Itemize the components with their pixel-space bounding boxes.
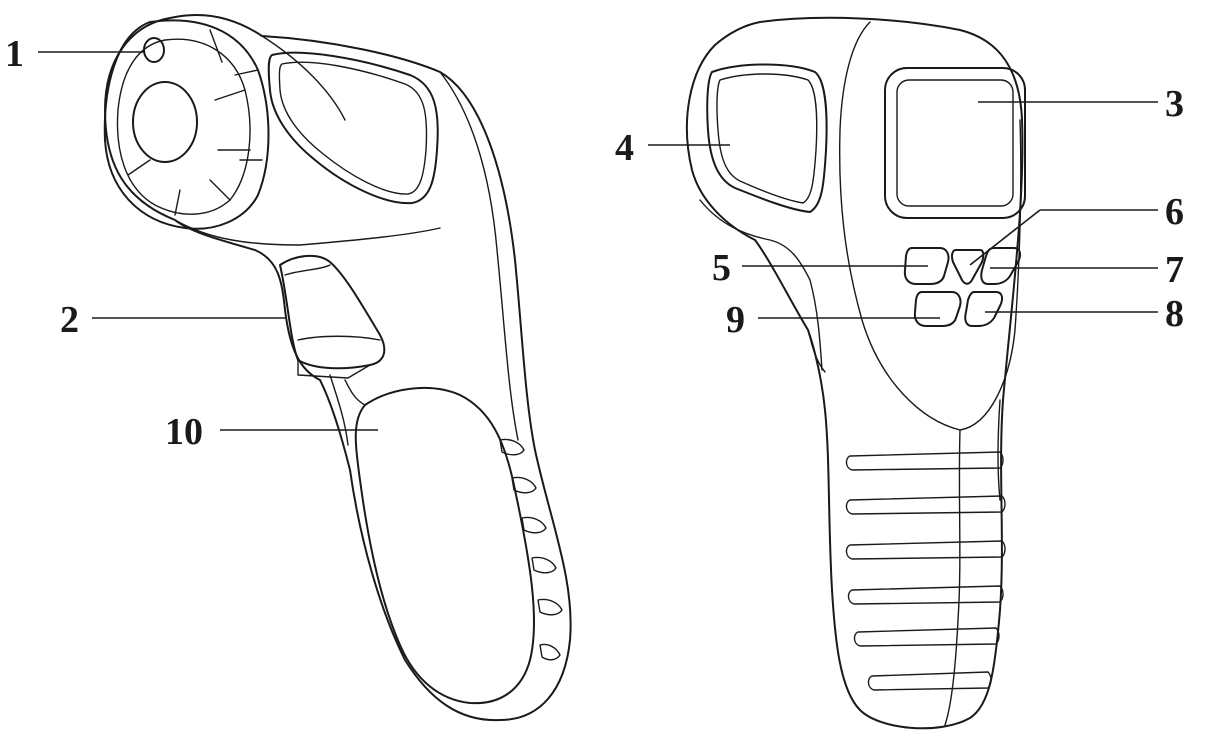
display-bezel	[884, 67, 1026, 219]
side-body-front-edge	[174, 219, 441, 246]
device-side-view	[103, 13, 572, 722]
button-6	[951, 249, 985, 285]
front-body-outline	[686, 16, 1024, 730]
callout-4: 4	[615, 127, 634, 169]
side-window-inner	[278, 61, 428, 195]
display-screen	[896, 79, 1014, 207]
leader-6	[969, 209, 1041, 266]
lens-housing-facets	[127, 29, 263, 216]
callout-8: 8	[1165, 293, 1184, 335]
laser-aperture	[143, 37, 165, 63]
leader-lines	[38, 51, 1158, 431]
callout-labels: 1 2 10 3 4 6 5 7 9 8	[5, 33, 1184, 453]
button-7	[980, 247, 1022, 285]
side-body-inner-edge	[261, 35, 519, 441]
side-body-outline	[104, 13, 572, 722]
callout-9: 9	[726, 299, 745, 341]
trigger-detail	[284, 264, 381, 379]
callout-6: 6	[1165, 191, 1184, 233]
handle-seam	[329, 374, 366, 446]
front-center-seam	[944, 429, 961, 726]
button-9	[913, 291, 962, 327]
front-grip-ribs	[845, 451, 1006, 691]
main-lens	[132, 81, 198, 163]
front-trigger-edge	[807, 329, 826, 373]
front-side-window-inner	[716, 73, 818, 204]
callout-10: 10	[165, 411, 203, 453]
button-8	[964, 291, 1004, 327]
lens-housing-ring	[116, 38, 251, 215]
button-5	[903, 247, 950, 285]
callout-3: 3	[1165, 83, 1184, 125]
front-face-panel	[838, 21, 1022, 431]
lens-housing	[103, 19, 270, 230]
callout-5: 5	[712, 247, 731, 289]
side-window-outer	[267, 51, 439, 205]
callout-1: 1	[5, 33, 24, 75]
battery-cover	[354, 386, 536, 705]
callout-7: 7	[1165, 249, 1184, 291]
device-front-view	[686, 16, 1026, 730]
front-side-edge	[699, 199, 1001, 501]
front-side-window-outer	[706, 63, 828, 213]
callout-2: 2	[60, 299, 79, 341]
side-grip-ridges	[499, 438, 563, 661]
trigger	[279, 254, 386, 370]
